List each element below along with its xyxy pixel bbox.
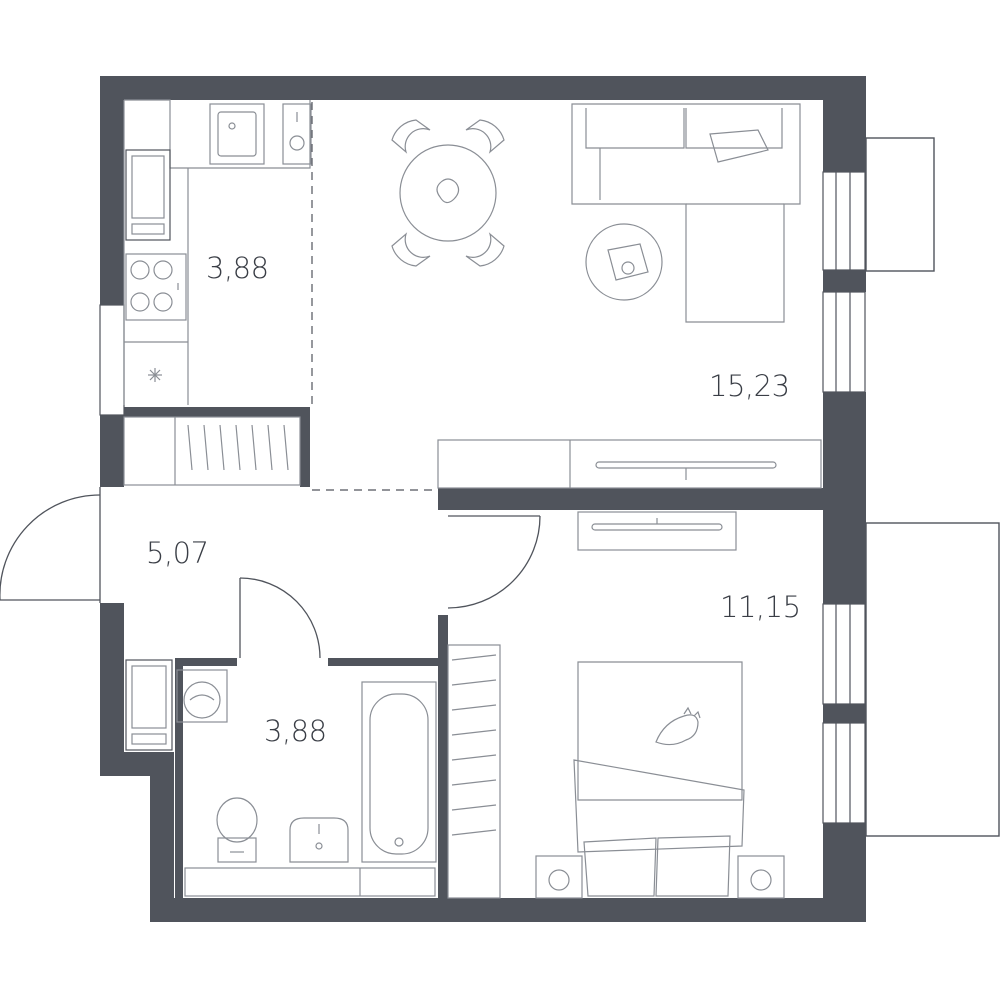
balcony-top (865, 137, 935, 272)
bedroom-area-label: 11,15 (720, 590, 801, 624)
wardrobe-icon (123, 416, 301, 486)
bed-icon (573, 661, 745, 897)
balcony-bottom (865, 522, 1000, 837)
window-living-2 (822, 291, 866, 393)
bathroom-door (239, 577, 321, 659)
window-kitchen (99, 304, 125, 416)
balconies (865, 137, 1000, 837)
bathtub-icon (361, 681, 437, 863)
washbasin-icon (289, 817, 349, 863)
bedroom-furniture (447, 511, 785, 899)
doors (0, 487, 541, 659)
bedroom-tv-icon (577, 511, 737, 551)
nightstand-right-icon (737, 855, 785, 899)
dining-table-icon (391, 119, 505, 267)
zone-separators (311, 102, 438, 491)
window-bedroom-1 (822, 603, 866, 705)
sofa-icon (571, 103, 801, 323)
hallway-area-label: 5,07 (146, 536, 209, 570)
window-living-1 (822, 171, 866, 271)
hall-cabinet-icon (125, 659, 173, 751)
window-bedroom-2 (822, 722, 866, 824)
ventilation-icon (148, 368, 162, 382)
cat-icon (655, 706, 701, 746)
dishwasher-icon (282, 103, 312, 165)
bedroom-wardrobe-icon (447, 644, 501, 899)
walls (100, 76, 866, 922)
sink-icon (209, 103, 265, 165)
washing-machine-icon (176, 669, 228, 723)
tv-icon (437, 439, 822, 489)
bathroom-furniture (125, 659, 437, 897)
nightstand-left-icon (535, 855, 583, 899)
kitchen-area-label: 3,88 (206, 251, 269, 285)
fridge-icon (125, 149, 171, 241)
living-furniture (391, 103, 822, 489)
living-room-area-label: 15,23 (709, 369, 790, 403)
stove-icon (125, 253, 187, 321)
bathroom-area-label: 3,88 (264, 714, 327, 748)
coffee-table-icon (585, 223, 663, 301)
toilet-icon (216, 797, 258, 863)
bedroom-door (447, 515, 541, 609)
kitchen-furniture (123, 99, 312, 486)
